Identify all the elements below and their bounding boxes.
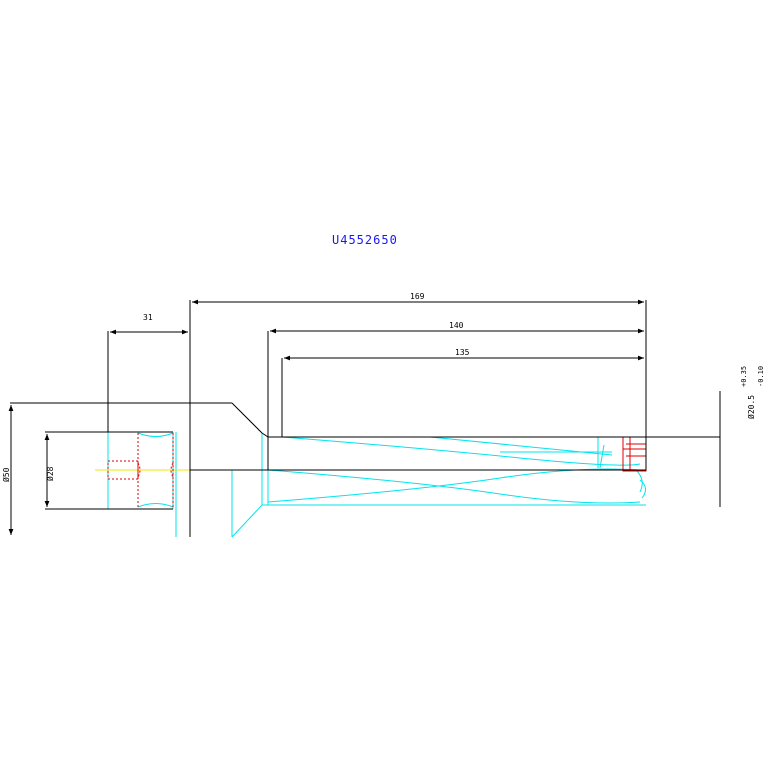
insert-pockets <box>107 433 174 507</box>
tool-outline <box>10 300 721 537</box>
dim-drill-tol-lower: -0.10 <box>757 366 765 387</box>
dim-overall-length: 169 <box>410 292 425 301</box>
dim-drill-diameter: Ø20.5 <box>746 395 756 419</box>
dim-length-135: 135 <box>455 348 470 357</box>
dimension-lines <box>8 299 644 535</box>
dim-shank-diameter: Ø28 <box>45 466 55 481</box>
dim-flange-diameter: Ø50 <box>1 467 11 482</box>
dim-length-140: 140 <box>449 321 464 330</box>
drill-insert <box>622 436 647 472</box>
part-number-title: U4552650 <box>332 233 398 247</box>
dim-shank-length: 31 <box>143 313 153 322</box>
hidden-lines <box>107 432 646 538</box>
dim-drill-tol-upper: +0.35 <box>740 366 748 387</box>
